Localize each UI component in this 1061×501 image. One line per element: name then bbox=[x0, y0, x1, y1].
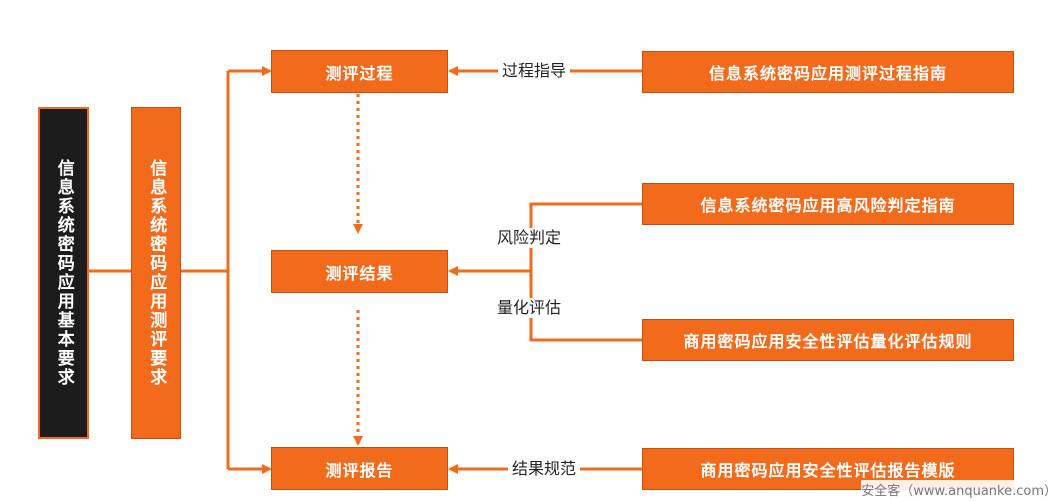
base-requirements-box: 信息系统密码应用基本要求 bbox=[38, 107, 89, 439]
report-template-label: 商用密码应用安全性评估报告模版 bbox=[700, 461, 956, 480]
result-box: 测评结果 bbox=[271, 250, 448, 293]
result-spec-label: 结果规范 bbox=[508, 459, 581, 479]
process-label: 测评过程 bbox=[325, 63, 394, 83]
eval-requirements-text: 信息系统密码应用测评要求 bbox=[146, 159, 167, 387]
watermark: 安全客（www.anquanke.com） bbox=[861, 480, 1057, 499]
quant-assessment-label: 量化评估 bbox=[495, 298, 564, 318]
base-requirements-text: 信息系统密码应用基本要求 bbox=[53, 159, 74, 387]
quant-rules-box: 商用密码应用安全性评估量化评估规则 bbox=[642, 319, 1014, 361]
process-box: 测评过程 bbox=[271, 50, 448, 93]
process-guide-label: 信息系统密码应用测评过程指南 bbox=[708, 64, 947, 83]
eval-requirements-box: 信息系统密码应用测评要求 bbox=[131, 107, 181, 439]
result-label: 测评结果 bbox=[325, 263, 394, 283]
process-guidance-label: 过程指导 bbox=[498, 61, 571, 81]
quant-rules-label: 商用密码应用安全性评估量化评估规则 bbox=[683, 332, 973, 351]
risk-guide-label: 信息系统密码应用高风险判定指南 bbox=[700, 196, 956, 215]
bracket-result bbox=[529, 202, 642, 342]
report-label: 测评报告 bbox=[325, 460, 394, 480]
process-guide-box: 信息系统密码应用测评过程指南 bbox=[642, 51, 1014, 93]
risk-judgement-label: 风险判定 bbox=[495, 228, 564, 248]
report-box: 测评报告 bbox=[271, 447, 448, 490]
risk-guide-box: 信息系统密码应用高风险判定指南 bbox=[642, 183, 1014, 225]
